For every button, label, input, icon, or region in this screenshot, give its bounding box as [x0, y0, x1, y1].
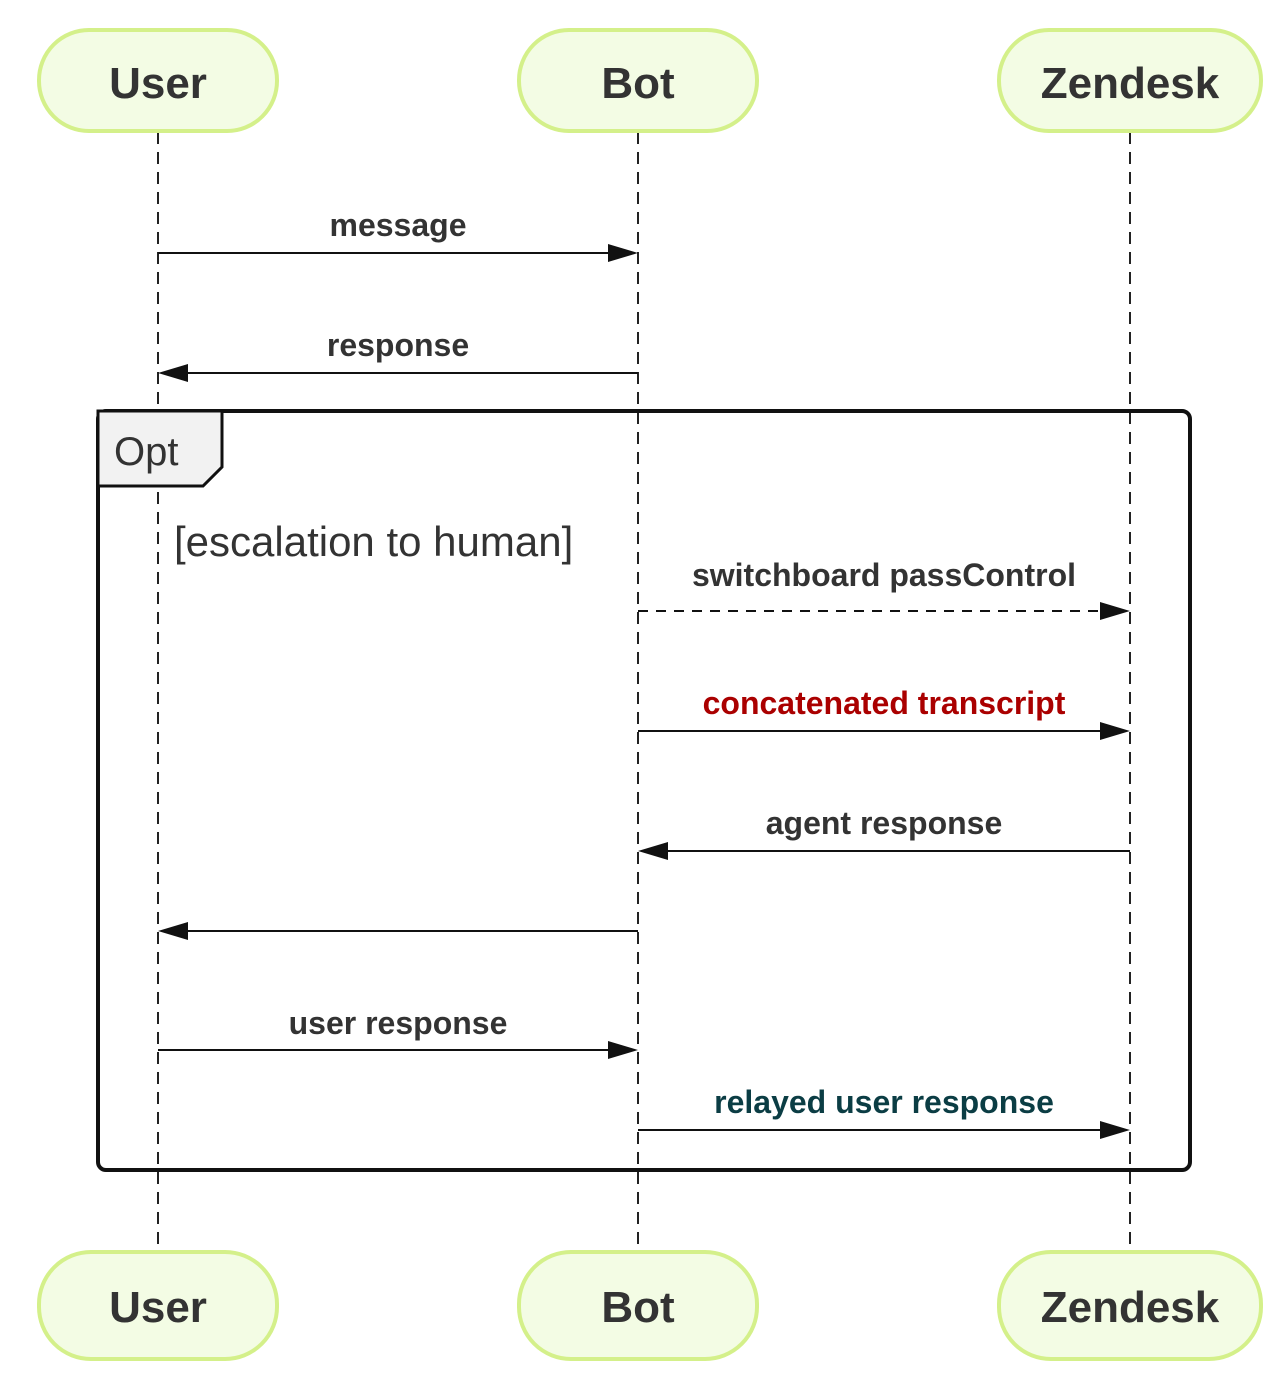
actor-top-zendesk: Zendesk: [997, 28, 1263, 133]
message-arrowhead-8: [1100, 1121, 1130, 1139]
message-arrowhead-6: [158, 922, 188, 940]
message-label-8: relayed user response: [714, 1084, 1054, 1120]
message-arrowhead-2: [158, 364, 188, 382]
opt-frame-title: Opt: [114, 430, 178, 474]
message-arrowhead-4: [1100, 722, 1130, 740]
message-arrowhead-1: [608, 244, 638, 262]
opt-frame-guard: [escalation to human]: [174, 518, 573, 565]
opt-frame-border: [96, 409, 1192, 1172]
opt-frame: Opt [escalation to human]: [96, 409, 1192, 1172]
message-arrowhead-7: [608, 1041, 638, 1059]
actor-bottom-user-label: User: [109, 1283, 207, 1332]
message-arrowhead-5: [638, 842, 668, 860]
actor-top-bot: Bot: [517, 28, 759, 133]
messages: message response switchboard passControl…: [158, 207, 1130, 1139]
message-label-5: agent response: [766, 805, 1003, 841]
actor-top-bot-label: Bot: [601, 59, 675, 108]
opt-frame-tab: [96, 409, 224, 488]
actor-bottom-bot-label: Bot: [601, 1283, 675, 1332]
message-label-1: message: [330, 207, 467, 243]
actor-bottom-bot: Bot: [517, 1250, 759, 1361]
actor-top-user: User: [37, 28, 279, 133]
actor-top-zendesk-label: Zendesk: [1041, 59, 1220, 108]
message-label-4: concatenated transcript: [703, 685, 1066, 721]
message-label-3: switchboard passControl: [692, 557, 1076, 593]
message-arrowhead-3: [1100, 602, 1130, 620]
message-label-7: user response: [289, 1005, 508, 1041]
message-label-2: response: [327, 327, 469, 363]
actor-bottom-user: User: [37, 1250, 279, 1361]
actor-top-user-label: User: [109, 59, 207, 108]
actor-bottom-zendesk-label: Zendesk: [1041, 1283, 1220, 1332]
actor-bottom-zendesk: Zendesk: [997, 1250, 1263, 1361]
